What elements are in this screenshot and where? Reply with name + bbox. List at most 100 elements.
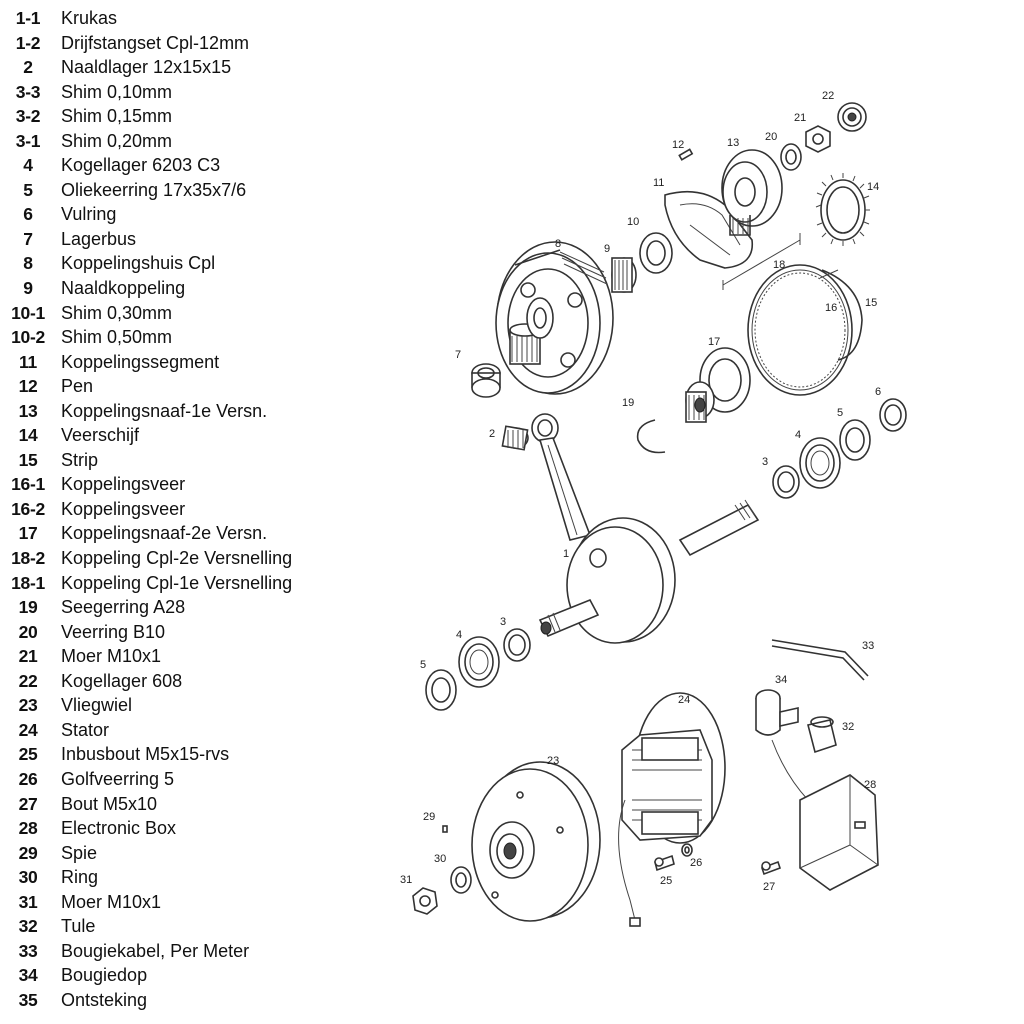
callout-25: 25 [660,875,672,887]
part-17-clutch-hub-2 [685,347,751,423]
callout-3: 3 [500,616,506,628]
callout-11: 11 [653,177,664,189]
part-row: 3-3 Shim 0,10mm [0,80,330,105]
callout-28: 28 [864,779,876,791]
part-28-electronic-box [799,774,879,891]
part-name: Koppeling Cpl-1e Versnelling [61,572,293,593]
part-number: 18-1 [11,572,45,593]
part-row: 9 Naaldkoppeling [0,276,330,301]
part-number: 3-3 [15,81,41,102]
part-number: 24 [18,719,38,740]
part-number: 26 [18,768,38,789]
part-row: 4 Kogellager 6203 C3 [0,153,330,178]
callout-22: 22 [822,90,834,102]
part-name: Bout M5x10 [61,793,158,814]
part-name: Golfveerring 5 [61,768,175,789]
callout-30: 30 [434,853,446,865]
part-name: Lagerbus [61,228,137,249]
callout-5: 5 [837,407,843,419]
part-1-connecting-rod [531,413,592,541]
part-row: 5 Oliekeerring 17x35x7/6 [0,178,330,203]
part-name: Koppelingsveer [61,498,186,519]
part-3-shim-right [772,465,800,499]
part-number: 7 [23,228,33,249]
part-number: 29 [18,842,38,863]
callout-21: 21 [794,112,806,124]
part-number: 22 [18,670,38,691]
part-25-allen-bolt [654,854,675,872]
part-name: Moer M10x1 [61,646,162,667]
part-name: Koppelingsnaaf-1e Versn. [61,400,268,421]
part-number: 1-2 [15,32,41,53]
callout-29: 29 [423,811,435,823]
part-14-spring-disc [815,173,870,246]
part-name: Oliekeerring 17x35x7/6 [61,179,247,200]
callout-3: 3 [762,456,768,468]
part-name: Naaldlager 12x15x15 [61,57,232,78]
part-4-bearing-left [458,636,500,688]
callout-17: 17 [708,336,720,348]
callout-23: 23 [547,755,559,767]
part-13-clutch-hub-1 [721,149,783,236]
callout-14: 14 [867,181,879,193]
part-27-bolt [760,860,782,876]
part-row: 1-1 Krukas [0,6,330,31]
part-number: 28 [18,818,38,839]
part-row: 29 Spie [0,841,330,866]
part-name: Bougiekabel, Per Meter [61,940,250,961]
part-name: Koppelingsveer [61,474,186,495]
part-18-bracket [722,233,801,290]
part-row: 17 Koppelingsnaaf-2e Versn. [0,521,330,546]
part-number: 3-2 [15,106,41,127]
part-name: Naaldkoppeling [61,278,186,299]
part-number: 21 [18,646,38,667]
part-name: Shim 0,10mm [61,81,173,102]
part-row: 26 Golfveerring 5 [0,767,330,792]
callout-10: 10 [627,216,639,228]
part-row: 6 Vulring [0,202,330,227]
part-row: 12 Pen [0,374,330,399]
part-number: 16-2 [11,498,45,519]
part-number: 25 [18,744,38,765]
part-24-stator [618,692,726,927]
callout-4: 4 [456,629,462,641]
part-row: 23 Vliegwiel [0,693,330,718]
part-12-pin [678,148,694,161]
part-row: 11 Koppelingssegment [0,350,330,375]
part-8-clutch-housing [495,241,614,395]
part-name: Shim 0,30mm [61,302,173,323]
part-1-crankshaft [538,499,760,644]
part-30-ring [450,866,472,894]
part-row: 8 Koppelingshuis Cpl [0,251,330,276]
part-number: 20 [18,621,38,642]
part-20-spring-washer [780,143,802,171]
part-number: 15 [18,449,38,470]
part-10-shim [639,232,673,274]
part-name: Spie [61,842,98,863]
part-number: 27 [18,793,38,814]
part-name: Moer M10x1 [61,891,162,912]
part-row: 18-2 Koppeling Cpl-2e Versnelling [0,546,330,571]
callout-24: 24 [678,694,690,706]
part-8-hub-shaft [509,297,554,365]
part-4-bearing-right [799,437,841,489]
part-5-oil-seal-right [839,419,871,461]
part-number: 9 [23,278,33,299]
part-name: Koppeling Cpl-2e Versnelling [61,548,293,569]
part-number: 18-2 [11,548,45,569]
part-6-spacer-ring [879,398,907,432]
part-number: 3-1 [15,130,41,151]
part-number: 5 [23,179,33,200]
callout-20: 20 [765,131,777,143]
part-name: Vulring [61,204,117,225]
part-name: Veerring B10 [61,621,166,642]
part-number: 34 [18,965,38,986]
callout-2: 2 [489,428,495,440]
part-number: 14 [18,425,38,446]
part-11-clutch-segment [664,190,754,269]
part-number: 32 [18,916,38,937]
part-34-spark-plug-cap [755,689,809,801]
part-21-nut [805,125,831,153]
part-row: 25 Inbusbout M5x15-rvs [0,742,330,767]
